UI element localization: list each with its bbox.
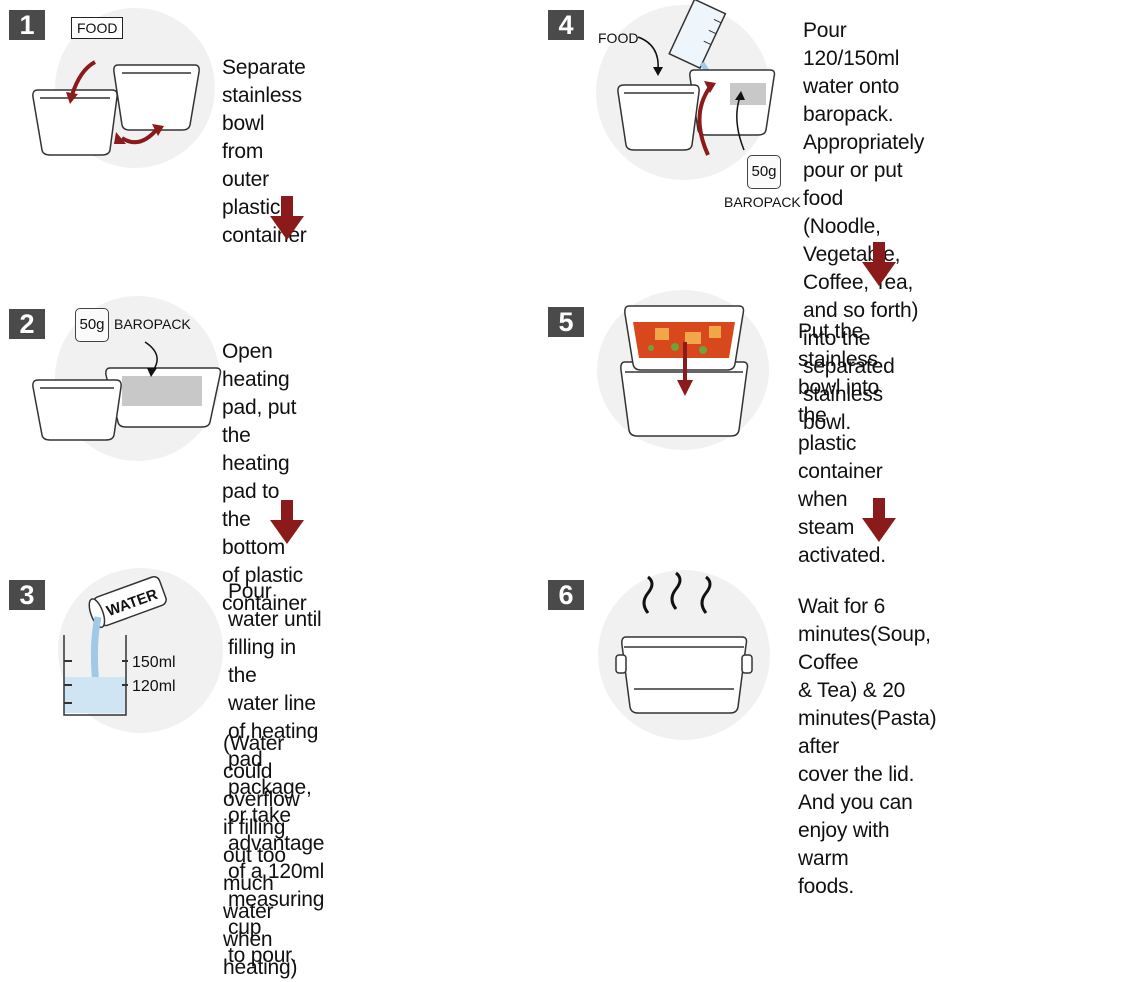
container-icon [32, 64, 200, 156]
heating-pad-illustration [32, 341, 222, 441]
pack-weight-label: 50g [747, 155, 781, 189]
steam-icon [642, 571, 712, 614]
pour-water-illustration [617, 0, 776, 156]
stainless-bowl-icon [624, 305, 745, 371]
food-label: FOOD [598, 30, 639, 46]
lidded-container-illustration [615, 571, 753, 714]
overflow-warning-note: (Water could overflow if filling out too… [223, 732, 300, 979]
down-arrow-icon [270, 500, 304, 544]
measuring-cup-illustration: WATER 150ml 120ml [63, 576, 176, 716]
step-number-badge: 6 [548, 580, 584, 610]
line-150ml-label: 150ml [132, 654, 176, 671]
lid-icon [615, 636, 753, 714]
measuring-cup-icon [63, 635, 128, 716]
stack-bowl-illustration [620, 305, 749, 437]
pack-name-label: BAROPACK [724, 194, 801, 210]
step-text: Open heating pad, put the heating pad to… [222, 340, 307, 615]
down-arrow-icon [862, 242, 896, 286]
step-text: Put the stainless bowl into the plastic … [798, 320, 886, 567]
heating-pad-icon [122, 376, 202, 406]
step-number-badge: 5 [548, 307, 584, 337]
heating-pad-icon [730, 83, 766, 105]
pack-name-label: BAROPACK [114, 316, 191, 332]
container-icon [617, 69, 776, 151]
step-text: Wait for 6 minutes(Soup, Coffee & Tea) &… [798, 595, 937, 898]
food-label: FOOD [71, 17, 124, 39]
step-number-badge: 4 [548, 10, 584, 40]
step-text: Separate stainless bowl from outer plast… [222, 56, 307, 247]
down-arrow-icon [862, 498, 896, 542]
separate-containers-illustration [32, 60, 200, 156]
measuring-cup-icon [668, 0, 727, 70]
step-number-badge: 3 [9, 580, 45, 610]
step-number-badge: 2 [9, 309, 45, 339]
step-number-badge: 1 [9, 10, 45, 40]
down-arrow-icon [270, 196, 304, 240]
line-120ml-label: 120ml [132, 678, 176, 695]
pack-weight-label: 50g [75, 308, 109, 342]
